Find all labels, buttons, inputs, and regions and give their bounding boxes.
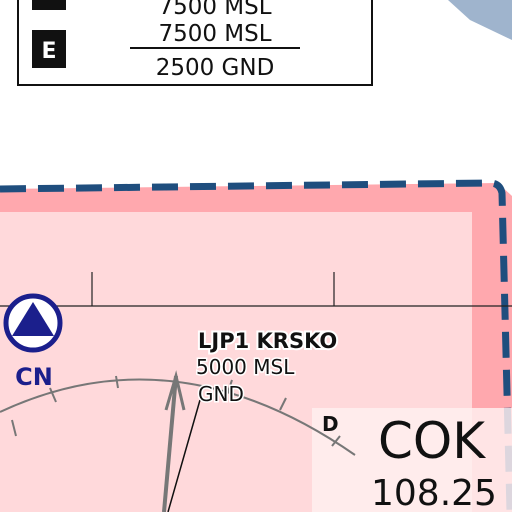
vor-info-box — [312, 408, 512, 512]
vor-frequency: 108.25 — [371, 473, 497, 512]
vor-name: COK — [378, 412, 486, 470]
airspace-legend: 7500 MSL E 7500 MSL 2500 GND — [17, 0, 373, 86]
airspace-upper-limit: 5000 MSL — [196, 355, 295, 379]
compass-tick — [331, 435, 341, 447]
legend-lower-limit: 2500 GND — [156, 55, 275, 81]
compass-rose — [0, 370, 356, 512]
legend-upper-limit: 7500 MSL — [158, 21, 271, 47]
compass-needle-arrow — [164, 370, 186, 411]
compass-needle — [162, 375, 178, 512]
class-marker-top — [32, 0, 66, 10]
compass-tick — [11, 419, 17, 437]
class-letter-badge — [32, 30, 66, 68]
airspace-dashed-boundary — [0, 179, 512, 512]
airspace-name: LJP1 KRSKO — [198, 329, 337, 353]
airway-line — [0, 272, 512, 307]
triangle-icon — [12, 302, 54, 336]
water-area — [448, 0, 512, 40]
compass-tick — [115, 375, 119, 389]
label-leader-line — [167, 399, 201, 512]
reporting-point: CN — [3, 293, 63, 391]
legend-row-top-value: 7500 MSL — [158, 0, 271, 20]
legend-frame — [17, 0, 373, 86]
class-letter: E — [41, 39, 56, 64]
airspace-label: LJP1 KRSKO 5000 MSL GND — [195, 327, 340, 408]
airspace-lower-limit: GND — [198, 382, 244, 406]
compass-tick — [227, 379, 233, 393]
reporting-point-label: CN — [15, 363, 53, 391]
compass-tick — [49, 387, 57, 403]
compass-tick — [279, 397, 287, 411]
compass-marker-d: D — [322, 412, 339, 436]
